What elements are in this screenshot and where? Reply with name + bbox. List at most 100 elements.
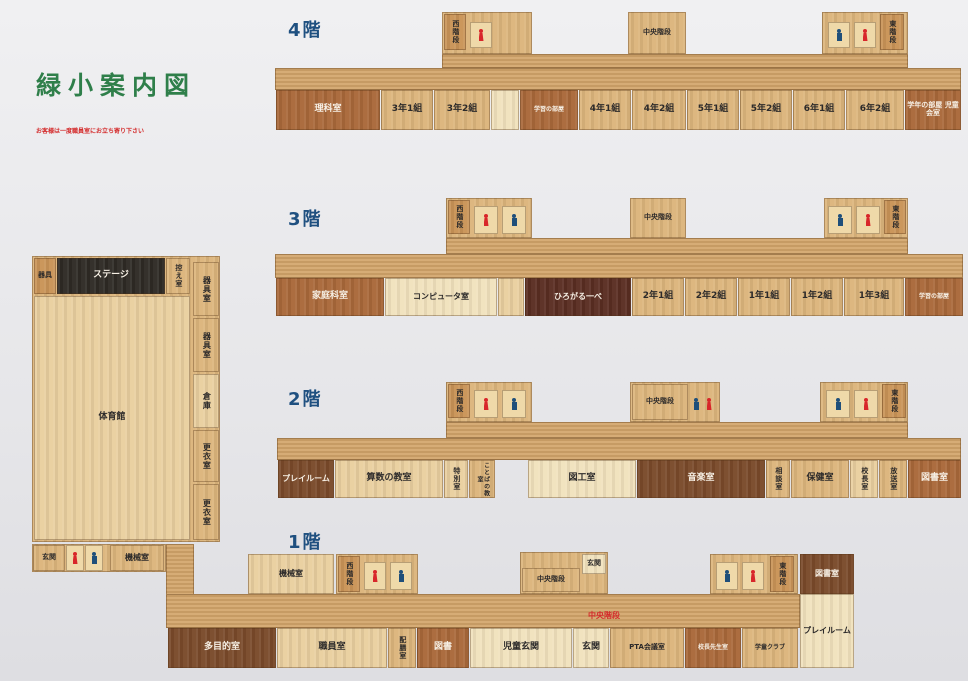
- floor2-room-consult: 相談室: [766, 460, 790, 498]
- floor4-room-5-1: 5年1組: [687, 90, 739, 130]
- floor-label-4: 4階: [288, 20, 323, 41]
- floor1-room-pta: PTA会議室: [610, 628, 684, 668]
- female-icon: [474, 390, 498, 418]
- floor4-corridor: [275, 68, 961, 90]
- gym-equipment-top: 器具: [34, 258, 56, 294]
- floor-label-3: 3階: [288, 209, 323, 230]
- female-icon: [854, 22, 876, 48]
- floor4-room-3-2: 3年2組: [434, 90, 490, 130]
- gym-right-room-4: 更衣室: [193, 430, 219, 482]
- floor2-corridor: [277, 438, 961, 460]
- floor3-center-stairs: 中央階段: [630, 198, 686, 238]
- floor4-west-stairs: 西階段: [444, 14, 466, 50]
- floor1-east-stairs: 東階段: [770, 556, 794, 592]
- floor3-room-2-1: 2年1組: [632, 278, 684, 316]
- floor4-center-stairs: 中央階段: [628, 12, 686, 54]
- gym-right-room-5: 更衣室: [193, 484, 219, 540]
- gym-entrance: 玄関: [33, 545, 65, 571]
- floor1-room-serving: 配膳室: [388, 628, 416, 668]
- floor1-west-stairs: 西階段: [338, 556, 360, 592]
- floor4-room-6-1: 6年1組: [793, 90, 845, 130]
- floor4-room-6-2: 6年2組: [846, 90, 904, 130]
- female-icon: [703, 390, 715, 418]
- floor4-room-5-2: 5年2組: [740, 90, 792, 130]
- female-icon: [364, 562, 386, 590]
- floor1-room-library-small: 図書: [417, 628, 469, 668]
- floor3-upper-corridor: [446, 238, 908, 254]
- floor2-room-math: 算数の教室: [335, 460, 443, 498]
- floor4-room-3-1: 3年1組: [381, 90, 433, 130]
- female-icon: [66, 545, 84, 571]
- floor-label-2: 2階: [288, 389, 323, 410]
- floor2-east-stairs: 東階段: [882, 384, 906, 418]
- floor3-west-stairs: 西階段: [448, 200, 470, 234]
- gym-right-room-1: 器具室: [193, 262, 219, 316]
- floor2-room-music: 音楽室: [637, 460, 765, 498]
- floor3-room-2-2: 2年2組: [685, 278, 737, 316]
- floor1-room-student-entrance: 児童玄関: [470, 628, 572, 668]
- floor3-room-hirogaru: ひろがる一べ: [525, 278, 631, 316]
- floor2-room-language: ことばの教室: [469, 460, 495, 498]
- gym-stage: ステージ: [57, 258, 165, 294]
- floor1-room-multipurpose: 多目的室: [168, 628, 276, 668]
- floor2-room-special: 特別室: [444, 460, 468, 498]
- female-icon: [854, 390, 878, 418]
- floor2-room-broadcast: 放送室: [879, 460, 907, 498]
- floor3-room-1-3: 1年3組: [844, 278, 904, 316]
- floor1-center-corridor-label: 中央階段: [588, 611, 620, 620]
- male-icon: [828, 22, 850, 48]
- male-icon: [826, 390, 850, 418]
- gym-right-room-2: 器具室: [193, 318, 219, 372]
- floor1-entrance-small: 玄関: [582, 554, 606, 574]
- floor4-upper-corridor: [442, 54, 908, 68]
- floor1-library: 図書室: [800, 554, 854, 594]
- floor3-room-1-2: 1年2組: [791, 278, 843, 316]
- gym-right-room-3: 倉庫: [193, 374, 219, 428]
- female-icon: [474, 206, 498, 234]
- floor2-room-health: 保健室: [791, 460, 849, 498]
- floor4-room-study: 学習の部屋: [520, 90, 578, 130]
- floor3-corridor: [275, 254, 963, 278]
- floor4-east-stairs: 東階段: [880, 14, 904, 50]
- male-icon: [390, 562, 412, 590]
- floor1-center-stairs: 中央階段: [522, 568, 580, 592]
- gym-waiting-room: 控え室: [166, 258, 190, 294]
- floor2-upper-corridor: [446, 422, 908, 438]
- female-icon: [470, 22, 492, 48]
- floor2-room-art: 図工室: [528, 460, 636, 498]
- floor1-room-staff: 職員室: [277, 628, 387, 668]
- female-icon: [742, 562, 764, 590]
- floor1-room-entrance: 玄関: [573, 628, 609, 668]
- male-icon: [828, 206, 852, 234]
- floor2-center-stairs: 中央階段: [632, 384, 688, 420]
- floor1-room-principal-teacher: 校長先生室: [685, 628, 741, 668]
- male-icon: [85, 545, 103, 571]
- floor2-room-playroom: プレイルーム: [278, 460, 334, 498]
- floor2-west-stairs: 西階段: [448, 384, 470, 418]
- floor3-room-computer: コンピュータ室: [385, 278, 497, 316]
- female-icon: [856, 206, 880, 234]
- male-icon: [502, 390, 526, 418]
- floor3-room-study: 学習の部屋: [905, 278, 963, 316]
- floor2-room-principal: 校長室: [850, 460, 878, 498]
- male-icon: [716, 562, 738, 590]
- floor4-room-science: 理科室: [276, 90, 380, 130]
- floor3-room-1-1: 1年1組: [738, 278, 790, 316]
- page-title: 緑小案内図: [36, 71, 197, 100]
- floor-label-1: 1階: [288, 532, 323, 553]
- floor1-corridor: [166, 594, 800, 628]
- floor1-room-after-school: 学童クラブ: [742, 628, 798, 668]
- male-icon: [502, 206, 526, 234]
- floor3-east-stairs: 東階段: [884, 200, 906, 234]
- floor1-room-playroom: プレイルーム: [800, 594, 854, 668]
- gym-machine-room: 機械室: [110, 545, 164, 571]
- male-icon: [690, 390, 702, 418]
- floor4-room-blank: [491, 90, 519, 130]
- floor2-room-library: 図書室: [908, 460, 961, 498]
- visitor-notice: お客様は一度職員室にお立ち寄り下さい: [36, 128, 145, 135]
- gym-hall: 体育館: [34, 296, 190, 540]
- floor3-room-home-ec: 家庭科室: [276, 278, 384, 316]
- floor4-room-4-2: 4年2組: [632, 90, 686, 130]
- floor4-room-grade-council: 学年の部屋 児童会室: [905, 90, 961, 130]
